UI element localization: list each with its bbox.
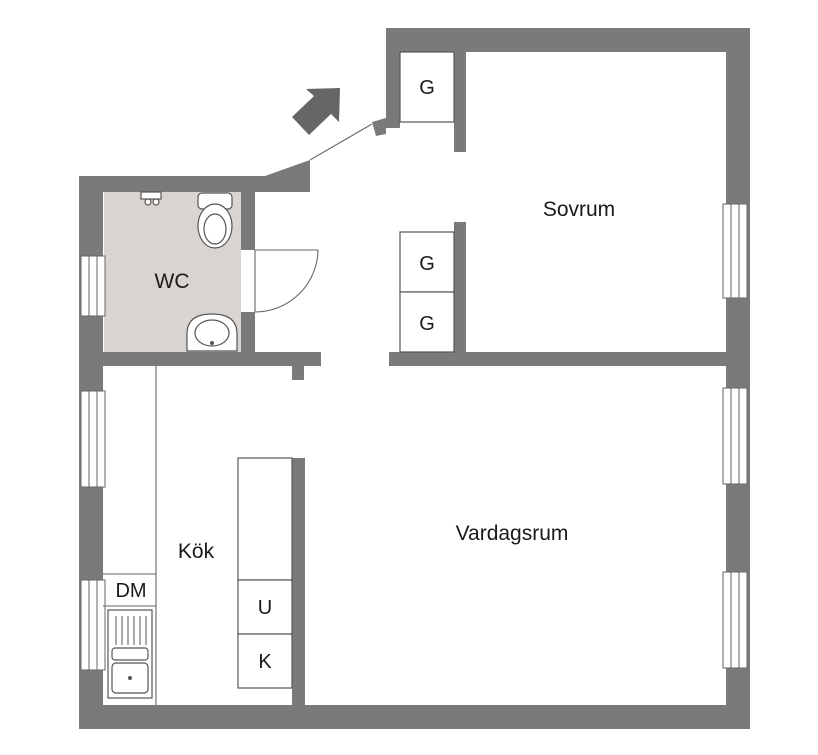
window-bedroom	[722, 203, 748, 299]
closet-low: G	[399, 291, 455, 353]
window-living-lower	[722, 571, 748, 669]
arrow-down-right-icon	[292, 88, 340, 135]
windows	[80, 203, 748, 671]
window-kitchen-lower	[80, 579, 106, 671]
lower-unit-label: K	[258, 651, 272, 673]
room-label-kok: Kök	[178, 540, 215, 563]
wc-door	[254, 249, 319, 313]
kitchen-sink-icon	[107, 609, 153, 699]
room-label-sovrum: Sovrum	[543, 198, 615, 221]
upper-unit-label: U	[258, 597, 272, 619]
closet-mid: G	[399, 231, 455, 293]
room-label-vardagsrum: Vardagsrum	[456, 522, 569, 545]
walls	[79, 28, 750, 729]
toilet-icon	[197, 192, 233, 249]
dishwasher-label: DM	[115, 580, 146, 602]
window-wc	[80, 255, 106, 317]
closet-low-label: G	[419, 313, 435, 335]
closet-mid-label: G	[419, 253, 435, 275]
window-kitchen-upper	[80, 390, 106, 488]
washbasin-icon	[186, 313, 238, 352]
entrance-door-leaf	[309, 123, 373, 161]
kitchen-cabinets: U K	[237, 457, 293, 689]
closet-top-label: G	[419, 77, 435, 99]
tap-icon	[140, 191, 162, 206]
window-living-upper	[722, 387, 748, 485]
closet-top: G	[399, 51, 455, 123]
room-label-wc: WC	[155, 270, 190, 293]
